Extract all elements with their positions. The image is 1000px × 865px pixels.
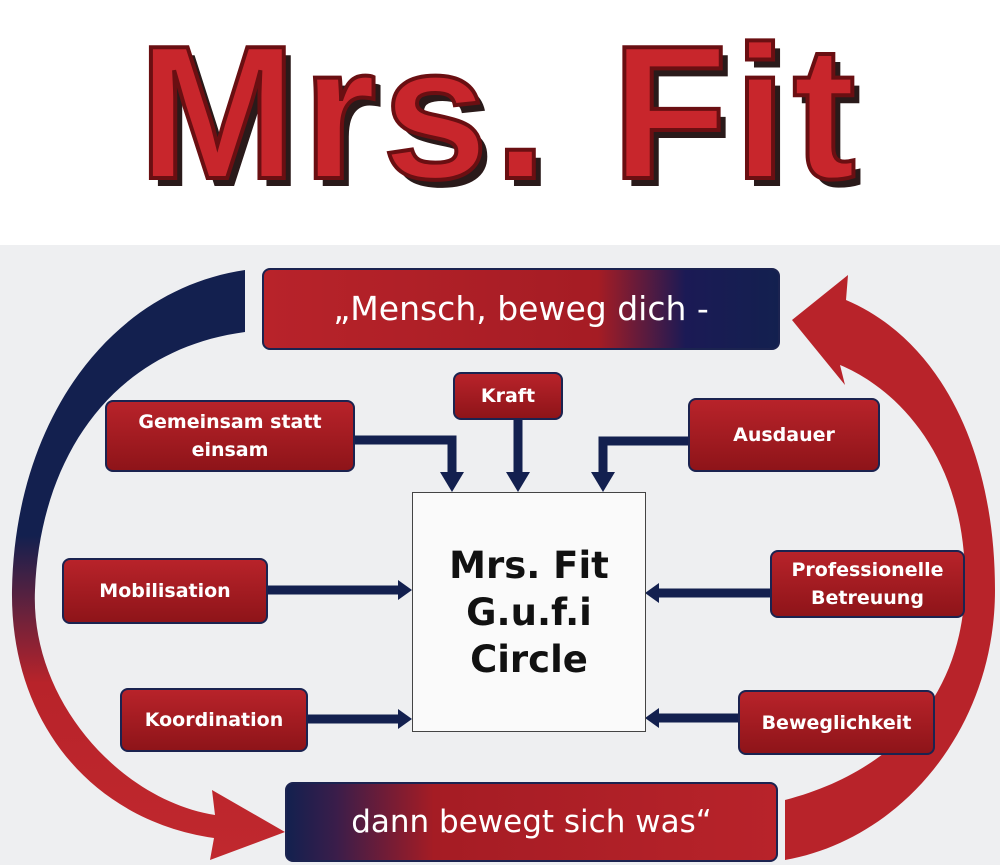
input-beweglichkeit: Beweglichkeit — [738, 690, 935, 755]
bottom-slogan-box: dann bewegt sich was“ — [285, 782, 778, 862]
cycle-arrow-right — [785, 275, 995, 860]
input-koordination: Koordination — [120, 688, 308, 752]
label-professionelle-2: Betreuung — [811, 587, 924, 609]
label-beweglichkeit: Beweglichkeit — [761, 711, 912, 734]
cycle-arrow-left — [11, 270, 285, 860]
label-mobilisation: Mobilisation — [99, 580, 231, 602]
label-gemeinsam-2: einsam — [191, 439, 269, 461]
input-gemeinsam: Gemeinsam statt einsam — [105, 400, 355, 472]
center-line-1: Mrs. Fit — [449, 543, 609, 587]
label-professionelle-1: Professionelle — [791, 559, 944, 581]
input-ausdauer: Ausdauer — [688, 398, 880, 472]
input-mobilisation: Mobilisation — [62, 558, 268, 624]
top-slogan-box: „Mensch, beweg dich - — [262, 268, 780, 350]
input-professionelle: Professionelle Betreuung — [770, 550, 965, 618]
bottom-slogan: dann bewegt sich was“ — [351, 804, 712, 840]
label-koordination: Koordination — [144, 709, 284, 731]
center-box: Mrs. Fit G.u.f.i Circle — [412, 492, 646, 732]
label-gemeinsam-1: Gemeinsam statt — [138, 411, 322, 433]
top-slogan: „Mensch, beweg dich - — [333, 289, 709, 328]
label-ausdauer: Ausdauer — [733, 424, 835, 446]
center-line-2: G.u.f.i — [466, 590, 592, 634]
input-kraft: Kraft — [453, 372, 563, 420]
center-line-3: Circle — [470, 637, 588, 681]
label-kraft: Kraft — [480, 385, 536, 407]
logo-title: Mrs. Fit — [136, 7, 862, 219]
